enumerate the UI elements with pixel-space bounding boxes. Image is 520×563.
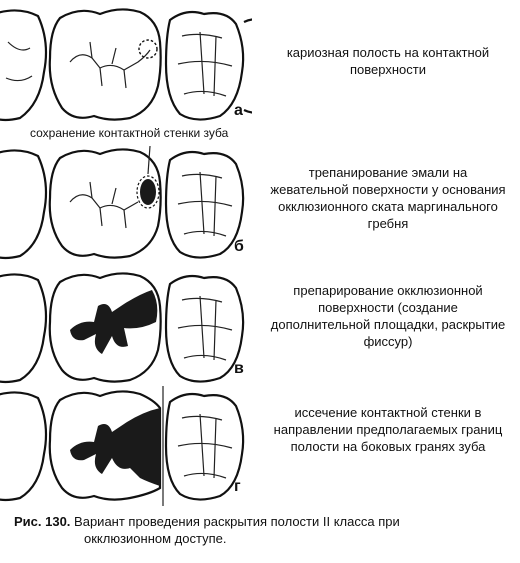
- caption-line-1: Вариант проведения раскрытия полости II …: [74, 514, 400, 529]
- contact-wall-annotation: сохранение контактной стенки зуба: [30, 126, 229, 140]
- panel-a: а: [0, 2, 252, 130]
- panel-c: в: [0, 264, 252, 392]
- panel-letter: в: [234, 360, 244, 377]
- teeth-illustration-d: [0, 386, 245, 506]
- panel-description-a: кариозная полость на контактной поверхно…: [286, 45, 490, 77]
- caption-label: Рис. 130.: [14, 514, 71, 529]
- panel-d: г: [0, 382, 252, 510]
- teeth-illustration-b: [0, 145, 245, 260]
- panel-description-b: трепанирование эмали на жевательной пове…: [270, 165, 506, 231]
- figure-caption: Рис. 130. Вариант проведения раскрытия п…: [14, 513, 504, 547]
- panel-b: б: [0, 140, 252, 268]
- panel-description-d: иссечение контактной стенки в направлени…: [273, 405, 503, 454]
- panel-letter: а: [234, 102, 243, 119]
- panel-description-c: препарирование окклюзионной поверхности …: [270, 283, 506, 349]
- teeth-illustration-a: [0, 8, 252, 122]
- caption-line-2: окклюзионном доступе.: [84, 531, 227, 546]
- panel-letter: б: [234, 238, 244, 255]
- panel-letter: г: [234, 478, 241, 495]
- teeth-illustration-c: [0, 272, 245, 384]
